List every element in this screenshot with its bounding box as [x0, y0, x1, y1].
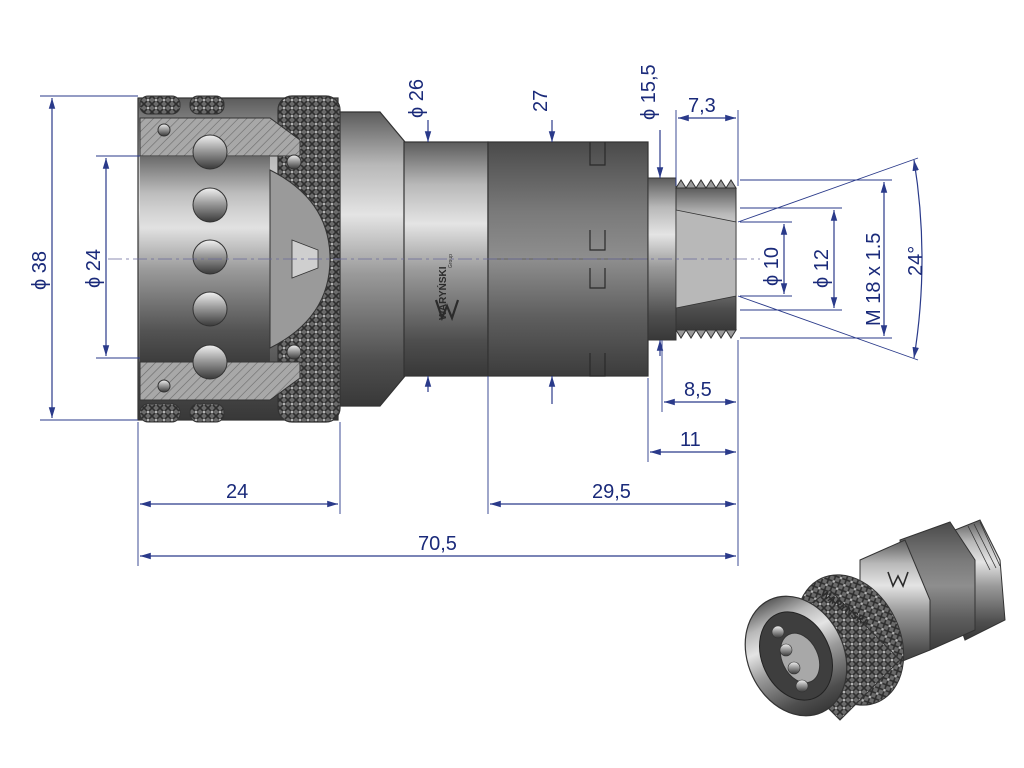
dim-length-11: 11: [680, 429, 701, 451]
dim-hex-27: 27: [530, 90, 552, 112]
dimensions: ϕ 38 ϕ 24 ϕ 26 27 ϕ 15,5 7,3 ϕ 10 ϕ 12: [29, 64, 927, 566]
knurl-band-left: [139, 95, 181, 115]
brand-logo-icon: [434, 299, 460, 322]
hex-flats: [589, 142, 606, 377]
iso-balls: [771, 625, 809, 693]
coupling-section-view: WARYŃSKI Group: [108, 95, 760, 423]
dim-diameter-26: ϕ 26: [406, 79, 428, 118]
male-inner-cone: [675, 209, 737, 309]
brand-name: WARYŃSKI: [436, 266, 449, 320]
knurl-band-left-bottom: [139, 403, 181, 423]
dim-diameter-10: ϕ 10: [761, 247, 783, 286]
knurl-band-mid-bottom: [189, 403, 225, 423]
knurl-band-mid: [189, 95, 225, 115]
section-cut-upper: [139, 117, 301, 157]
isometric-preview: WARYŃSKI: [744, 519, 1006, 721]
dim-length-8-5: 8,5: [684, 379, 712, 401]
brand-sub: Group: [448, 254, 454, 268]
iso-logo-icon: [887, 571, 909, 589]
locking-balls: [157, 123, 302, 393]
dim-diameter-38: ϕ 38: [29, 251, 51, 290]
dim-diameter-12: ϕ 12: [811, 249, 833, 288]
dim-length-24: 24: [226, 481, 248, 503]
section-cut-lower: [139, 361, 301, 401]
dim-length-70-5: 70,5: [418, 533, 457, 555]
dim-length-29-5: 29,5: [592, 481, 631, 503]
dim-angle-24: 24°: [905, 246, 927, 276]
valve-tip: [291, 239, 319, 279]
dim-diameter-24: ϕ 24: [83, 249, 105, 288]
thread-teeth: [675, 179, 737, 339]
dim-diameter-15-5: ϕ 15,5: [638, 64, 660, 120]
dim-length-7-3: 7,3: [688, 95, 716, 117]
dim-thread-m18: M 18 x 1.5: [863, 233, 885, 326]
